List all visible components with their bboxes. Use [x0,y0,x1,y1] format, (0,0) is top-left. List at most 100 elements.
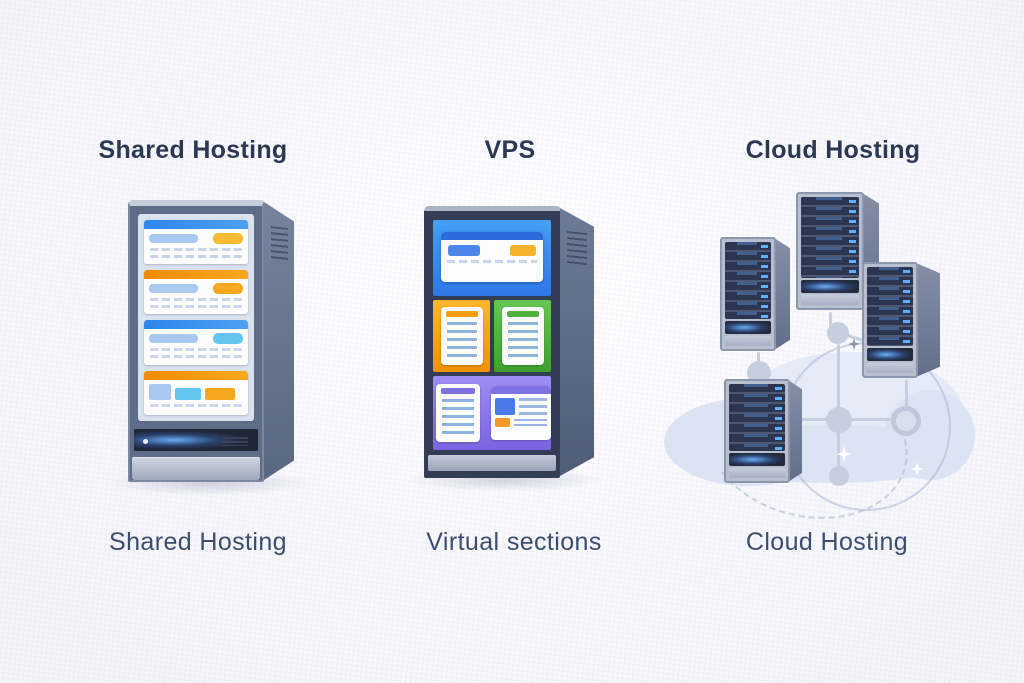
led-column-icon [903,268,910,346]
led-column-icon [761,243,768,319]
bay-glow [816,197,842,278]
browser-card-content [495,398,547,415]
website-card-header [144,320,248,330]
browser-window-card [491,386,551,440]
cloud-hosting-title: Cloud Hosting [745,136,921,164]
connector-line [829,312,832,326]
browser-card-footer [495,418,547,427]
connector-line [757,352,760,366]
network-node [891,406,921,436]
rack-front [862,262,918,378]
text-line-placeholder [150,348,242,352]
vps-partition-green [494,300,551,372]
browser-window-card [441,232,543,282]
connector-line [905,380,908,408]
bay-glow [878,267,900,346]
website-card [144,370,248,415]
document-card-header [445,311,478,317]
vps-partition-orange [433,300,490,372]
connector-line [837,344,840,410]
text-line-placeholder [150,248,242,251]
website-card [144,320,248,365]
cloud-server-rack [720,237,790,351]
text-line-placeholder [514,419,547,426]
server-bays [729,384,785,451]
shared-server-tower [128,200,264,482]
text-line-placeholder [150,305,242,309]
document-card [440,307,483,365]
vps-title: VPS [484,136,536,164]
text-line-placeholder [150,255,242,258]
content-block [205,387,235,400]
vps-server-tower [424,206,560,478]
server-status-bar [725,321,771,334]
website-card [144,220,248,265]
text-line-placeholder [150,403,242,407]
rack-front [724,379,790,483]
led-column-icon [849,198,856,278]
vps-partition-purple [433,376,551,450]
server-bays [725,242,771,319]
vps-caption: Virtual sections [426,528,602,556]
bay-glow [736,242,758,319]
website-card-header [144,370,248,380]
content-block [175,387,201,400]
rack-base [729,468,785,478]
website-card-content [149,333,243,345]
server-status-bar [867,348,913,361]
website-card [144,270,248,315]
vent-grille-icon [567,231,588,270]
server-status-bar [801,280,859,293]
rack-front [720,237,776,351]
shared-hosting-caption: Shared Hosting [109,528,287,556]
button-placeholder [213,333,243,345]
cloud-hosting-caption: Cloud Hosting [745,528,909,556]
button-placeholder [495,418,510,427]
server-status-bar [134,428,258,451]
rack-front [796,192,864,310]
text-line-placeholder [150,298,242,302]
connector-line [837,432,840,468]
cloud-server-rack [796,192,879,310]
website-card-content [149,383,243,400]
server-status-bar [729,453,785,466]
bay-glow [743,384,769,451]
vent-grille-icon [270,226,288,264]
led-column-icon [775,385,782,451]
shared-hosting-title: Shared Hosting [98,136,288,164]
server-bays [867,267,913,346]
rack-side-panel [774,238,790,350]
document-card-header [441,388,475,394]
tower-base [132,456,260,480]
button-placeholder [448,245,480,256]
rack-side-panel [916,263,940,377]
text-line-placeholder [519,398,547,415]
cloud-server-rack [724,379,802,483]
text-line-placeholder [447,260,537,263]
shared-tower-side-panel [264,202,294,480]
shared-tower-screen [138,214,254,421]
document-card [436,384,480,442]
vps-tower-side-panel [560,208,594,476]
network-node [826,407,852,433]
tower-base [428,455,556,471]
text-line-placeholder [507,322,538,360]
network-node [829,466,849,486]
text-line-placeholder [446,322,477,360]
rack-base [867,363,913,373]
button-placeholder [510,245,536,256]
text-placeholder [149,234,198,243]
content-block [495,398,515,415]
power-led-icon [143,438,148,444]
button-placeholder [213,283,243,295]
text-line-placeholder [442,399,474,437]
document-card-header [506,311,539,317]
document-card [501,307,544,365]
text-placeholder [149,284,198,294]
website-card-header [144,220,248,229]
server-bays [801,197,859,278]
browser-card-header [441,232,543,240]
browser-card-buttons [448,245,536,256]
vps-partition-blue [433,220,551,296]
